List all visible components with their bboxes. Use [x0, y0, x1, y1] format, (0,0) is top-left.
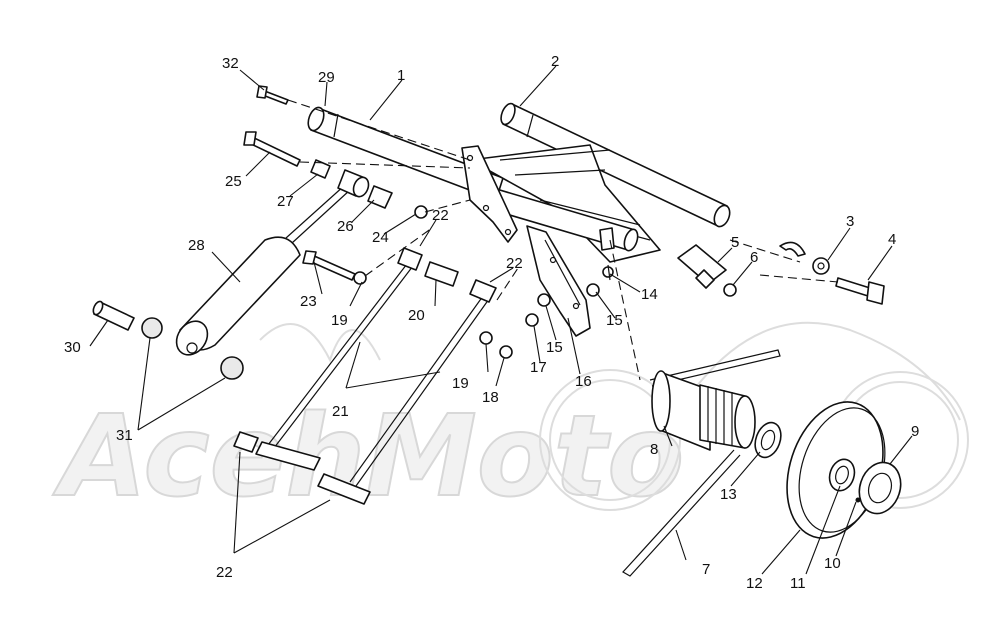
callout-4: 4: [888, 231, 896, 248]
part-30-pin: [92, 300, 135, 331]
callout-13: 13: [720, 486, 737, 503]
callout-9: 9: [911, 423, 919, 440]
callout-24: 24: [372, 229, 389, 246]
callout-17: 17: [530, 359, 547, 376]
part-3-washer: [812, 257, 830, 275]
callout-10: 10: [824, 555, 841, 572]
part-26-bushing: [367, 185, 393, 209]
callout-6: 6: [750, 249, 758, 266]
callout-18: 18: [482, 389, 499, 406]
part-22-bushing-b: [469, 279, 497, 303]
part-13-washer: [754, 421, 782, 459]
callout-26: 26: [337, 218, 354, 235]
callout-21: 21: [332, 403, 349, 420]
callout-30: 30: [64, 339, 81, 356]
alignment-lines: [287, 99, 839, 381]
part-2-cross-shaft: [500, 102, 731, 228]
callout-28: 28: [188, 237, 205, 254]
watermark-wheel-front: [539, 369, 681, 511]
callout-23: 23: [300, 293, 317, 310]
shock-upper-bushing: [337, 169, 370, 198]
retaining-clip: [779, 241, 806, 257]
callout-5: 5: [731, 234, 739, 251]
part-31-bushings: [141, 317, 244, 380]
part-16-pivot-plate: [526, 225, 591, 337]
part-23-bolt: [302, 250, 356, 281]
watermark-flourish: [259, 323, 381, 363]
part-22-bushing-c: [233, 431, 259, 453]
part-4-bolt: [835, 277, 885, 305]
part-18-nut: [499, 345, 513, 359]
callout-20: 20: [408, 307, 425, 324]
part-25-bolt: [243, 131, 301, 167]
callout-25: 25: [225, 173, 242, 190]
part-5-block: [677, 244, 727, 289]
callout-7: 7: [702, 561, 710, 578]
part-7-spring-arm: [622, 349, 781, 577]
callout-32: 32: [222, 55, 239, 72]
callout-8: 8: [650, 441, 658, 458]
part-15-washer-a: [537, 293, 551, 307]
callout-19-b: 19: [452, 375, 469, 392]
part-9-cap: [858, 461, 902, 515]
part-19-washer-b: [479, 331, 493, 345]
part-10-spacer: [855, 497, 861, 503]
part-14-bolt: [602, 264, 614, 281]
callout-2: 2: [551, 53, 559, 70]
callout-3: 3: [846, 213, 854, 230]
leader-lines: [89, 65, 913, 575]
callout-27: 27: [277, 193, 294, 210]
part-11-bearing: [828, 458, 856, 492]
part-15-washer-b: [586, 283, 600, 297]
part-19-washer-a: [353, 271, 367, 285]
callout-22-c: 22: [216, 564, 233, 581]
callout-11: 11: [790, 575, 806, 592]
callout-1: 1: [397, 67, 405, 84]
part-17-nut: [525, 313, 539, 327]
part-32-bolt: [256, 85, 289, 105]
callout-31: 31: [116, 427, 133, 444]
callout-15-a: 15: [606, 312, 623, 329]
callout-22-a: 22: [432, 207, 449, 224]
callout-22-b: 22: [506, 255, 523, 272]
part-22-bushing-e: [317, 473, 371, 505]
callout-12: 12: [746, 575, 763, 592]
part-8-spring: [651, 370, 756, 451]
part-21-rods: [267, 259, 490, 487]
callout-19-a: 19: [331, 312, 348, 329]
callout-15-b: 15: [546, 339, 563, 356]
part-22-bushing-a: [397, 247, 423, 271]
part-6-washer: [723, 283, 737, 297]
part-27-sleeve: [310, 159, 331, 179]
part-20-bushing: [424, 261, 459, 287]
part-28-shock-absorber: [175, 184, 351, 356]
callout-29: 29: [318, 69, 335, 86]
part-22-bushing-d: [255, 441, 321, 471]
watermark-body: [689, 321, 961, 421]
callout-labels: 32 29 1 2 3 4 5 6 14 15 15 16 17 25 27 2…: [64, 53, 919, 592]
callout-16: 16: [575, 373, 592, 390]
callout-14: 14: [641, 286, 658, 303]
